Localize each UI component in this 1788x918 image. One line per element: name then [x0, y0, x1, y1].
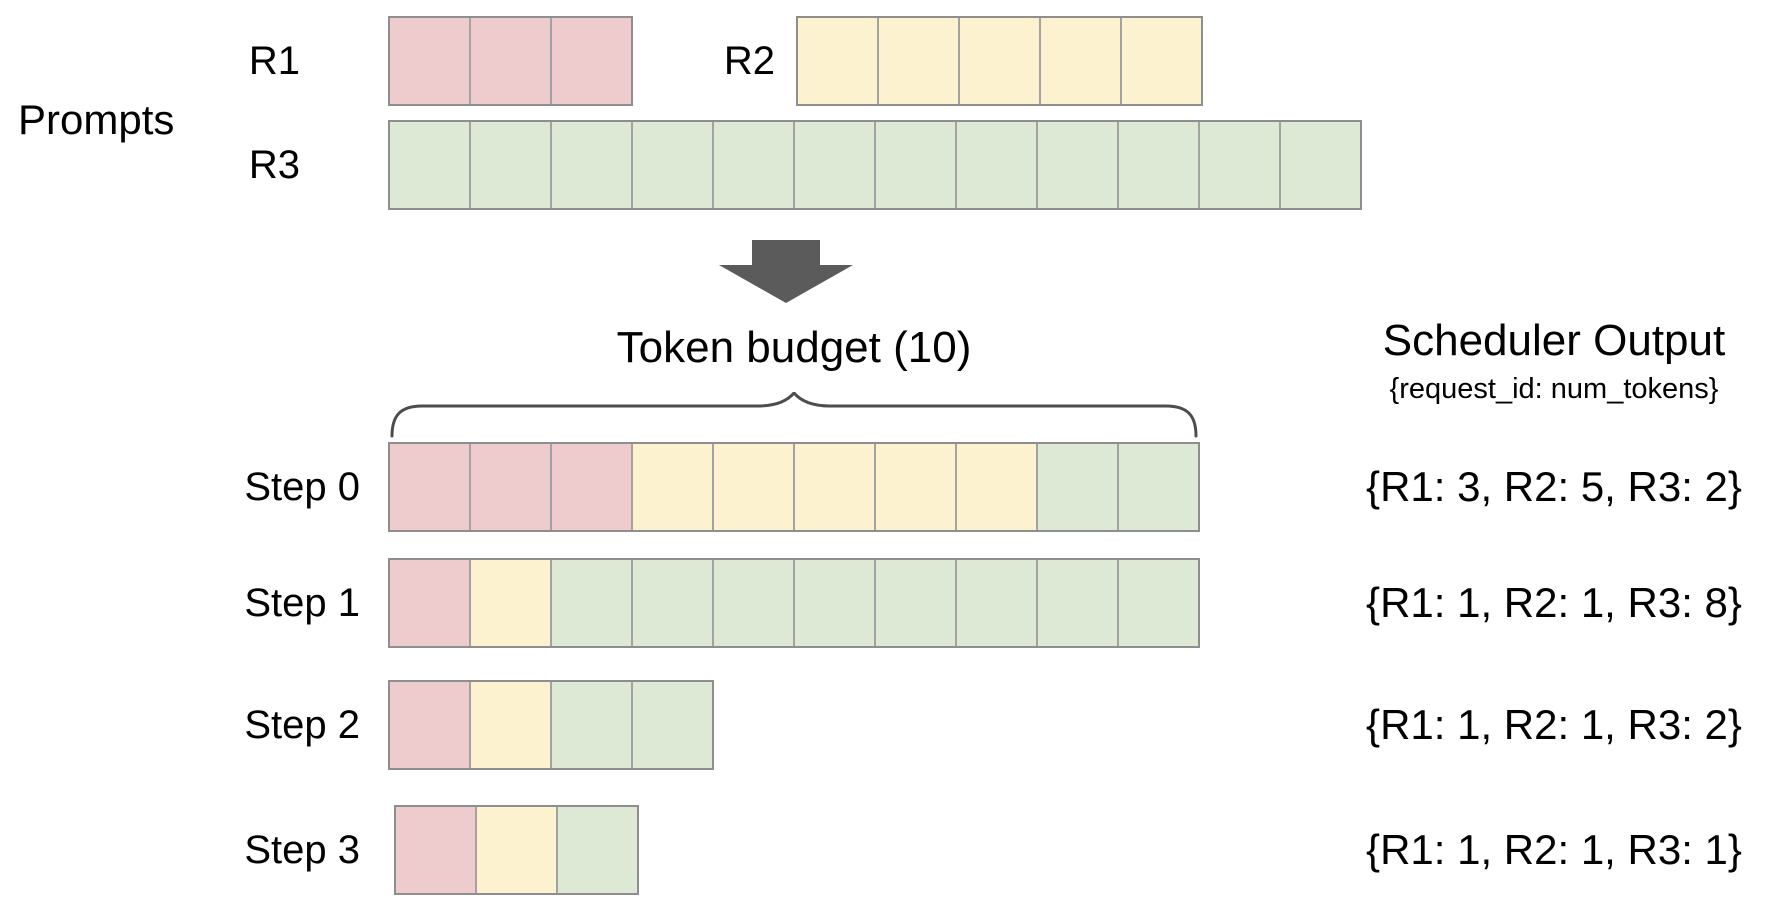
- down-arrow-icon: [719, 240, 853, 303]
- token-cell-r2: [879, 18, 960, 104]
- token-cell-r1: [390, 18, 471, 104]
- down-arrow-stem: [752, 240, 820, 265]
- curly-brace-icon: [390, 392, 1198, 438]
- token-cell-r2: [477, 807, 558, 893]
- token-cell-r2: [1122, 18, 1201, 104]
- request-label-r3: R3: [248, 143, 300, 187]
- token-cell-r2: [1041, 18, 1122, 104]
- token-cell-r3: [876, 122, 957, 208]
- token-cell-r3: [1038, 122, 1119, 208]
- scheduler-output-subtitle: {request_id: num_tokens}: [1389, 373, 1719, 405]
- token-cell-r3: [552, 560, 633, 646]
- prompt-row-r3: [388, 120, 1362, 210]
- scheduler-output-step-1: {R1: 1, R2: 1, R3: 8}: [1366, 579, 1742, 626]
- token-cell-r3: [1038, 560, 1119, 646]
- token-cell-r1: [390, 444, 471, 530]
- step-label-1: Step 1: [244, 581, 360, 625]
- token-budget-label: Token budget (10): [616, 323, 972, 372]
- request-label-r2: R2: [723, 39, 775, 83]
- token-cell-r2: [795, 444, 876, 530]
- token-cell-r2: [471, 560, 552, 646]
- prompt-row-r1: [388, 16, 633, 106]
- step-row-3: [394, 805, 639, 895]
- down-arrow-head: [719, 265, 853, 303]
- step-label-0: Step 0: [244, 465, 360, 509]
- token-cell-r2: [876, 444, 957, 530]
- token-cell-r3: [795, 122, 876, 208]
- token-cell-r1: [471, 18, 552, 104]
- token-cell-r3: [795, 560, 876, 646]
- scheduler-output-step-0: {R1: 3, R2: 5, R3: 2}: [1366, 463, 1742, 510]
- token-cell-r3: [714, 122, 795, 208]
- token-cell-r2: [714, 444, 795, 530]
- token-cell-r2: [957, 444, 1038, 530]
- request-label-r1: R1: [248, 39, 300, 83]
- token-cell-r3: [1119, 122, 1200, 208]
- token-cell-r1: [552, 18, 631, 104]
- token-cell-r2: [633, 444, 714, 530]
- token-cell-r1: [471, 444, 552, 530]
- token-cell-r3: [552, 122, 633, 208]
- step-row-2: [388, 680, 714, 770]
- token-cell-r3: [1200, 122, 1281, 208]
- step-label-2: Step 2: [244, 703, 360, 747]
- token-cell-r1: [552, 444, 633, 530]
- prompt-row-r2: [796, 16, 1203, 106]
- token-cell-r1: [396, 807, 477, 893]
- scheduler-output-step-3: {R1: 1, R2: 1, R3: 1}: [1366, 826, 1742, 873]
- token-cell-r2: [471, 682, 552, 768]
- scheduler-output-step-2: {R1: 1, R2: 1, R3: 2}: [1366, 701, 1742, 748]
- token-cell-r3: [633, 682, 712, 768]
- scheduler-output-title: Scheduler Output: [1382, 316, 1726, 365]
- token-cell-r3: [957, 560, 1038, 646]
- token-cell-r3: [876, 560, 957, 646]
- token-cell-r3: [558, 807, 637, 893]
- token-cell-r3: [1119, 444, 1198, 530]
- token-cell-r1: [390, 560, 471, 646]
- step-row-0: [388, 442, 1200, 532]
- token-cell-r3: [633, 122, 714, 208]
- token-cell-r3: [1281, 122, 1360, 208]
- step-label-3: Step 3: [244, 828, 360, 872]
- token-cell-r3: [633, 560, 714, 646]
- step-row-1: [388, 558, 1200, 648]
- token-cell-r1: [390, 682, 471, 768]
- token-cell-r2: [960, 18, 1041, 104]
- prompts-section-label: Prompts: [18, 96, 175, 143]
- token-cell-r3: [1119, 560, 1198, 646]
- token-cell-r2: [798, 18, 879, 104]
- token-cell-r3: [957, 122, 1038, 208]
- token-cell-r3: [714, 560, 795, 646]
- token-cell-r3: [390, 122, 471, 208]
- token-cell-r3: [471, 122, 552, 208]
- token-cell-r3: [552, 682, 633, 768]
- token-cell-r3: [1038, 444, 1119, 530]
